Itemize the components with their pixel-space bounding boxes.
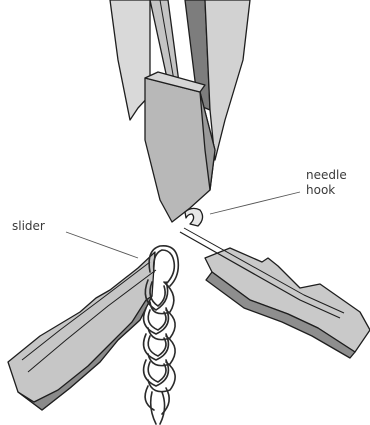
stitch-chain bbox=[144, 280, 176, 424]
slider-label-text: slider bbox=[12, 219, 45, 233]
upper-needle-assembly bbox=[110, 0, 250, 226]
right-needle-bed bbox=[205, 248, 370, 352]
top-loop-inner bbox=[154, 250, 175, 284]
upper-left-wall bbox=[110, 0, 150, 120]
needle-hook-label: needle hook bbox=[306, 168, 356, 198]
slider-body bbox=[8, 252, 155, 410]
slider-assembly bbox=[8, 252, 156, 410]
needle-hook-leader bbox=[210, 192, 300, 214]
slider-leader bbox=[66, 232, 138, 258]
needle-hook-label-line2: hook bbox=[306, 183, 356, 198]
needle-hook-label-line1: needle bbox=[306, 168, 356, 183]
slider-label: slider bbox=[12, 219, 45, 234]
needle-hook-tip bbox=[185, 208, 203, 226]
right-needle-assembly bbox=[180, 228, 370, 358]
